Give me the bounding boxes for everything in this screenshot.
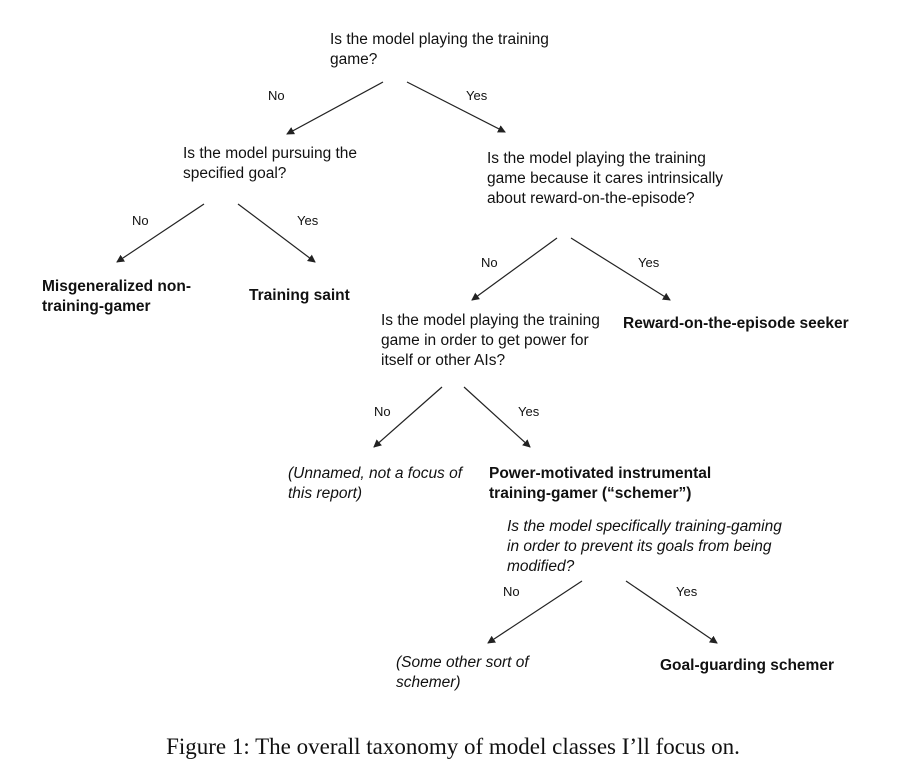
question-goal-guarding: Is the model specifically training-gamin… xyxy=(507,518,782,575)
arrow-q1-no xyxy=(286,81,384,135)
outcome-reward-seeker: Reward-on-the-episode seeker xyxy=(623,315,849,332)
outcome-misgeneralized: Misgeneralized non-training-gamer xyxy=(42,278,191,315)
edge-label-q1-yes: Yes xyxy=(466,88,488,103)
edge-label-q2-yes: Yes xyxy=(297,213,319,228)
arrow-q4-yes xyxy=(463,386,531,448)
arrow-q2-no xyxy=(116,203,205,263)
figure-caption: Figure 1: The overall taxonomy of model … xyxy=(166,734,740,759)
question-power-seeking: Is the model playing the training game i… xyxy=(381,312,600,369)
edge-label-q4-yes: Yes xyxy=(518,404,540,419)
arrow-q4-no xyxy=(373,386,443,448)
arrow-q3-yes xyxy=(570,237,671,301)
question-specified-goal: Is the model pursuing the specified goal… xyxy=(183,145,358,182)
arrow-q2-yes xyxy=(237,203,316,263)
edge-label-q5-no: No xyxy=(503,584,520,599)
arrow-q3-no xyxy=(471,237,558,301)
outcome-goal-guarding-schemer: Goal-guarding schemer xyxy=(660,657,834,674)
arrow-q5-yes xyxy=(625,580,718,644)
outcome-unnamed: (Unnamed, not a focus of this report) xyxy=(288,465,463,502)
edge-label-q5-yes: Yes xyxy=(676,584,698,599)
outcome-training-saint: Training saint xyxy=(249,287,350,304)
question-training-game: Is the model playing the training game? xyxy=(330,31,549,68)
arrow-q1-yes xyxy=(406,81,506,133)
question-intrinsic-reward: Is the model playing the training game b… xyxy=(487,150,724,207)
outcome-schemer: Power-motivated instrumental training-ga… xyxy=(489,465,712,502)
edge-label-q4-no: No xyxy=(374,404,391,419)
edge-label-q1-no: No xyxy=(268,88,285,103)
outcome-other-schemer: (Some other sort of schemer) xyxy=(396,654,529,691)
edge-label-q3-yes: Yes xyxy=(638,255,660,270)
edge-label-q2-no: No xyxy=(132,213,149,228)
edge-label-q3-no: No xyxy=(481,255,498,270)
arrow-q5-no xyxy=(487,580,583,644)
